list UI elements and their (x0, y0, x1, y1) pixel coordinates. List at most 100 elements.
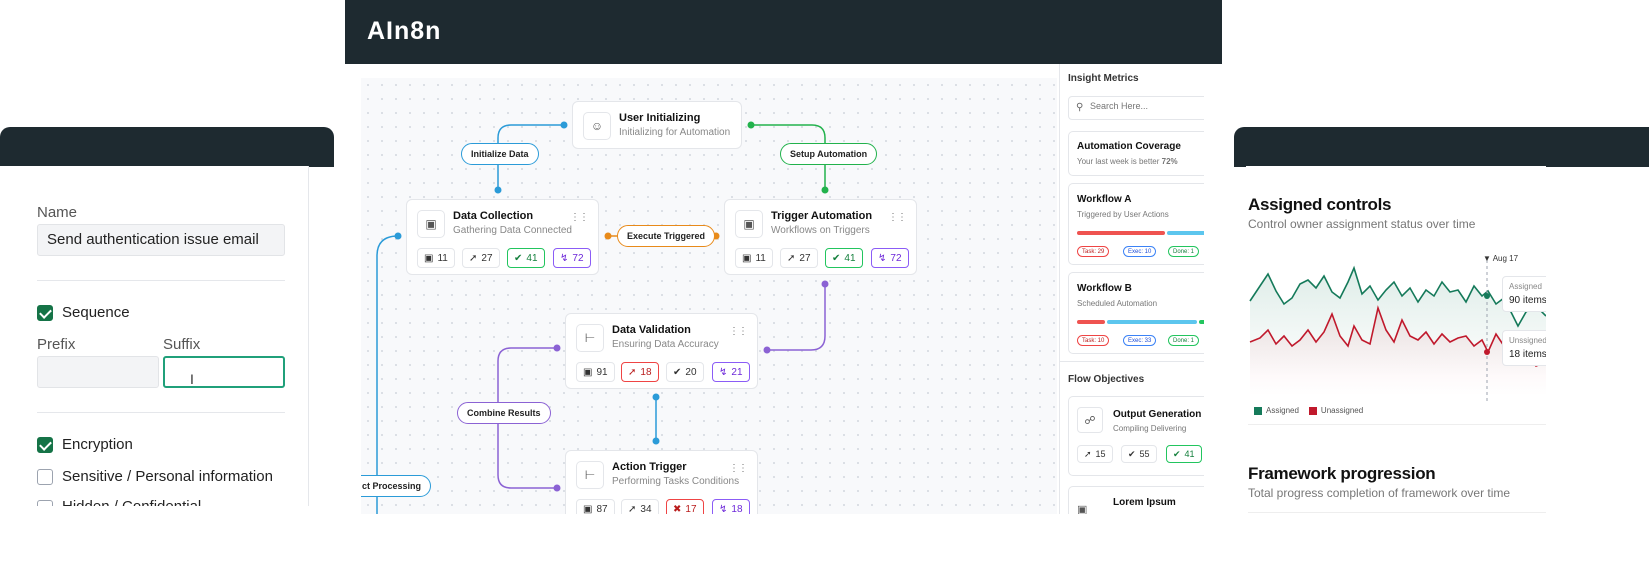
search-box[interactable]: ⚲ (1068, 96, 1204, 120)
legend-swatch-unassigned (1308, 406, 1317, 415)
output-card[interactable]: ☍ Output Generation Compiling Delivering… (1068, 396, 1204, 476)
edge-extract-processing[interactable]: ct Processing (361, 475, 432, 497)
cube-icon: ▣ (742, 252, 752, 264)
text-cursor-icon: I (190, 371, 194, 387)
sequence-checkbox[interactable] (37, 305, 53, 321)
card-subtitle: Compiling Delivering (1113, 424, 1187, 433)
node-subtitle: Ensuring Data Accuracy (612, 339, 719, 350)
workflow-a-card[interactable]: Workflow A Triggered by User Actions Tas… (1068, 183, 1204, 265)
prefix-field[interactable] (37, 356, 159, 388)
cube-icon: ▣ (583, 503, 593, 515)
stat-value: 11 (755, 252, 766, 264)
stat-value: 18 (731, 503, 743, 515)
node-title: Trigger Automation (771, 210, 873, 222)
stat-chip: ✔41 (825, 248, 863, 268)
tooltip-label: Unssigned (1509, 336, 1546, 345)
app-brand: AIn8n (367, 17, 442, 45)
sensitive-checkbox[interactable] (37, 469, 53, 485)
tooltip-value: 18 items (1509, 349, 1546, 360)
tooltip-label: Assigned (1509, 282, 1542, 291)
name-field[interactable]: Send authentication issue email (37, 224, 285, 256)
stat-value: 20 (685, 366, 697, 378)
stat-value: 27 (481, 252, 493, 264)
workflow-b-card[interactable]: Workflow B Scheduled Automation Task: 10… (1068, 272, 1204, 354)
node-user-initializing[interactable]: ☺ User Initializing Initializing for Aut… (572, 101, 742, 149)
stat-value: 72 (572, 252, 584, 264)
task-tag: Task: 29 (1077, 246, 1110, 257)
stat-chip: ✔41 (507, 248, 545, 268)
calendar-icon: ▣ (417, 210, 445, 238)
controls-title: Assigned controls (1248, 195, 1392, 214)
stat-value: 27 (799, 252, 811, 264)
stat-value: 41 (1184, 449, 1195, 459)
search-input[interactable] (1090, 101, 1204, 111)
edge-setup-automation[interactable]: Setup Automation (780, 143, 878, 165)
left-panel-header (0, 127, 334, 167)
node-action-trigger[interactable]: ⊢ Action Trigger Performing Tasks Condit… (565, 450, 758, 514)
lorem-card[interactable]: Lorem Ipsum ▣ (1068, 486, 1204, 514)
progress-segment (1077, 320, 1105, 324)
bolt-icon: ↯ (878, 252, 887, 264)
stat-chip: ✖17 (666, 499, 704, 514)
check-circle-icon: ✔ (832, 252, 841, 264)
card-subtitle: Scheduled Automation (1077, 299, 1158, 308)
flow-canvas[interactable]: Initialize Data Setup Automation Execute… (361, 78, 1057, 514)
encryption-checkbox[interactable] (37, 437, 53, 453)
node-data-collection[interactable]: ▣ Data Collection Gathering Data Connect… (406, 199, 599, 275)
coverage-text: Your last week is better (1077, 157, 1160, 166)
drag-handle-icon[interactable]: ⋮⋮ (888, 212, 907, 223)
drag-handle-icon[interactable]: ⋮⋮ (729, 326, 748, 337)
coverage-pct: 72% (1161, 157, 1178, 166)
node-title: Action Trigger (612, 461, 687, 473)
legend: Assigned Unassigned (1254, 406, 1363, 415)
stat-chip: ✔20 (666, 362, 704, 382)
insight-title: Insight Metrics (1068, 73, 1139, 84)
tooltip-value: 90 items (1509, 295, 1546, 306)
stat-value: 87 (596, 503, 608, 515)
divider (1248, 424, 1546, 425)
coverage-card[interactable]: Automation Coverage Your last week is be… (1068, 131, 1204, 176)
stat-chip: ↯72 (553, 248, 591, 268)
stat-chip: ↯21 (712, 362, 750, 382)
drag-handle-icon[interactable]: ⋮⋮ (570, 212, 589, 223)
cube-icon: ▣ (583, 366, 593, 378)
insight-sidebar: Insight Metrics ⚲ Automation Coverage Yo… (1059, 64, 1204, 514)
card-title: Workflow B (1077, 283, 1132, 294)
stat-chip: ➚27 (462, 248, 500, 268)
assigned-point (1484, 293, 1490, 299)
branch-icon: ⊢ (576, 461, 604, 489)
edge-execute-triggered[interactable]: Execute Triggered (617, 225, 716, 247)
hidden-checkbox[interactable] (37, 500, 53, 506)
legend-swatch-assigned (1254, 406, 1262, 415)
node-data-validation[interactable]: ⊢ Data Validation Ensuring Data Accuracy… (565, 313, 758, 389)
card-title: Output Generation (1113, 409, 1202, 420)
node-trigger-automation[interactable]: ▣ Trigger Automation Workflows on Trigge… (724, 199, 917, 275)
stat-chip: ↯72 (871, 248, 909, 268)
framework-subtitle: Total progress completion of framework o… (1248, 486, 1511, 500)
hidden-label: Hidden / Confidential (62, 498, 201, 506)
stat-value: 41 (844, 252, 856, 264)
sensitive-label: Sensitive / Personal information (62, 468, 273, 485)
node-subtitle: Initializing for Automation (619, 127, 731, 138)
framework-title: Framework progression (1248, 464, 1436, 483)
stat-value: 18 (640, 366, 652, 378)
edge-combine-results[interactable]: Combine Results (457, 402, 551, 424)
stat-chip: ➚34 (621, 499, 659, 514)
card-title: Workflow A (1077, 194, 1132, 205)
date-marker: ▼ Aug 17 (1483, 254, 1519, 263)
rocket-icon: ➚ (1084, 448, 1092, 459)
bolt-icon: ↯ (560, 252, 569, 264)
suffix-field[interactable] (163, 356, 285, 388)
user-icon: ☺ (583, 112, 611, 140)
clipped-row: Hidden / Confidential (0, 496, 309, 506)
task-tag: Task: 10 (1077, 335, 1110, 346)
exec-tag: Exec: 10 (1123, 246, 1157, 257)
stat-chip: ➚18 (621, 362, 659, 382)
card-title: Automation Coverage (1077, 141, 1181, 152)
divider (1060, 361, 1204, 362)
search-icon: ⚲ (1076, 102, 1084, 113)
tooltip-assigned: Assigned 90 items (1502, 276, 1546, 312)
drag-handle-icon[interactable]: ⋮⋮ (729, 463, 748, 474)
stat-chip: ▣11 (417, 248, 455, 268)
edge-initialize-data[interactable]: Initialize Data (461, 143, 539, 165)
